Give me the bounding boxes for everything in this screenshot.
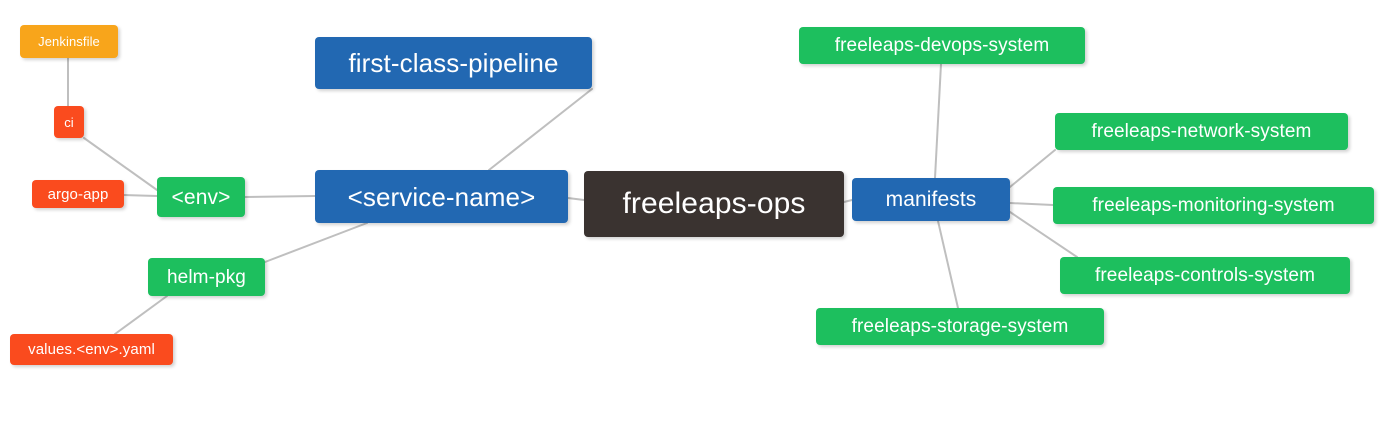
- node-freeleaps-network-system[interactable]: freeleaps-network-system: [1055, 113, 1348, 150]
- node-freeleaps-monitoring-system[interactable]: freeleaps-monitoring-system: [1053, 187, 1374, 224]
- node-service-name[interactable]: <service-name>: [315, 170, 568, 223]
- node-argo-app[interactable]: argo-app: [32, 180, 124, 208]
- node-helm-pkg[interactable]: helm-pkg: [148, 258, 265, 296]
- edge-root-to-manifests: [843, 199, 853, 203]
- node-freeleaps-storage-system[interactable]: freeleaps-storage-system: [816, 308, 1104, 345]
- node-ci[interactable]: ci: [54, 106, 84, 138]
- node-env[interactable]: <env>: [157, 177, 245, 217]
- edge-service-name-to-first-class-pipeline: [488, 88, 593, 171]
- edge-manifests-to-freeleaps-monitoring-system: [1009, 202, 1054, 206]
- edge-root-to-service-name: [567, 197, 585, 201]
- edge-service-name-to-env: [244, 195, 316, 198]
- node-jenkinsfile[interactable]: Jenkinsfile: [20, 25, 118, 58]
- edge-manifests-to-freeleaps-devops-system: [934, 63, 942, 179]
- node-first-class-pipeline[interactable]: first-class-pipeline: [315, 37, 592, 89]
- node-values-yaml[interactable]: values.<env>.yaml: [10, 334, 173, 365]
- edge-service-name-to-helm-pkg: [264, 222, 368, 263]
- edge-manifests-to-freeleaps-storage-system: [937, 220, 959, 309]
- node-freeleaps-controls-system[interactable]: freeleaps-controls-system: [1060, 257, 1350, 294]
- edge-env-to-argo-app: [123, 194, 158, 197]
- node-freeleaps-devops-system[interactable]: freeleaps-devops-system: [799, 27, 1085, 64]
- node-root[interactable]: freeleaps-ops: [584, 171, 844, 237]
- node-manifests[interactable]: manifests: [852, 178, 1010, 221]
- edge-helm-pkg-to-values-yaml: [114, 295, 168, 335]
- edge-manifests-to-freeleaps-network-system: [1009, 149, 1056, 188]
